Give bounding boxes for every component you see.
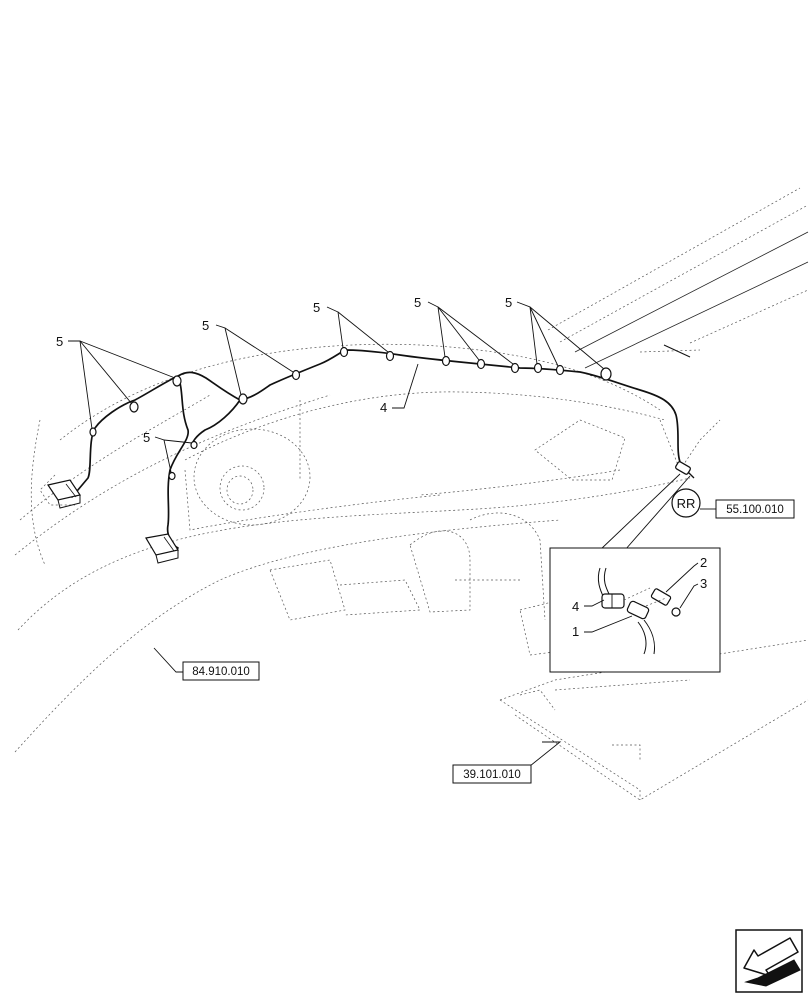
callout-harness: 4 (380, 400, 387, 415)
reference-box-84[interactable]: 84.910.010 (182, 661, 260, 681)
callout-labels: 5 5 5 5 5 5 4 (56, 295, 512, 445)
work-lamp-right (145, 533, 179, 564)
callout-leaders (68, 301, 716, 775)
wiring-harness (71, 349, 685, 549)
rr-badge-text: RR (677, 496, 696, 511)
callout-clip-2: 5 (202, 318, 209, 333)
detail-callout-harness: 4 (572, 599, 579, 614)
reference-box-39[interactable]: 39.101.010 (452, 764, 532, 784)
detail-callout-plug: 2 (700, 555, 707, 570)
callout-clip-5: 5 (505, 295, 512, 310)
callout-clip-3: 5 (313, 300, 320, 315)
harness-clips (89, 346, 612, 481)
back-arrow-icon[interactable] (735, 929, 803, 993)
detail-callout-nut: 3 (700, 576, 707, 591)
callout-clip-4: 5 (414, 295, 421, 310)
detail-callout-connector: 1 (572, 624, 579, 639)
reference-84-text: 84.910.010 (192, 666, 250, 678)
callout-clip-1: 5 (56, 334, 63, 349)
detail-inset: 4 1 2 3 (549, 547, 721, 673)
machine-outline (14, 187, 809, 801)
rear-connector (675, 461, 695, 479)
rr-view-badge: RR (671, 488, 701, 518)
reference-box-55[interactable]: 55.100.010 (715, 499, 795, 519)
work-lamp-left (47, 479, 81, 509)
reference-39-text: 39.101.010 (463, 769, 521, 781)
reference-55-text: 55.100.010 (726, 504, 784, 516)
callout-clip-6: 5 (143, 430, 150, 445)
